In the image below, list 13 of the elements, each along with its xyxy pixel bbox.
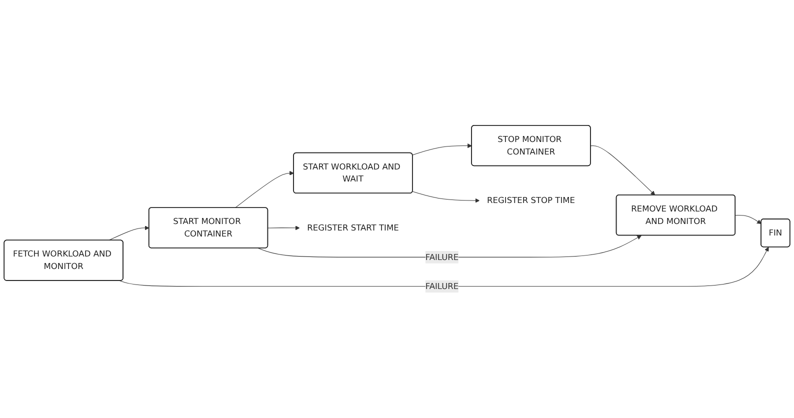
arrow: [234, 170, 294, 208]
arrow: [412, 191, 480, 203]
arrow: [119, 246, 769, 287]
arrow: [735, 215, 762, 224]
arrow: [590, 146, 656, 196]
node-text: REGISTER START TIME: [307, 222, 399, 232]
edge-label: FAILURE: [425, 281, 459, 292]
node-text: REGISTER STOP TIME: [487, 195, 575, 205]
arrow: [258, 235, 642, 258]
arrow: [108, 226, 150, 241]
arrow: [268, 226, 300, 230]
arrow: [412, 144, 472, 156]
edge-label: FAILURE: [425, 252, 459, 262]
